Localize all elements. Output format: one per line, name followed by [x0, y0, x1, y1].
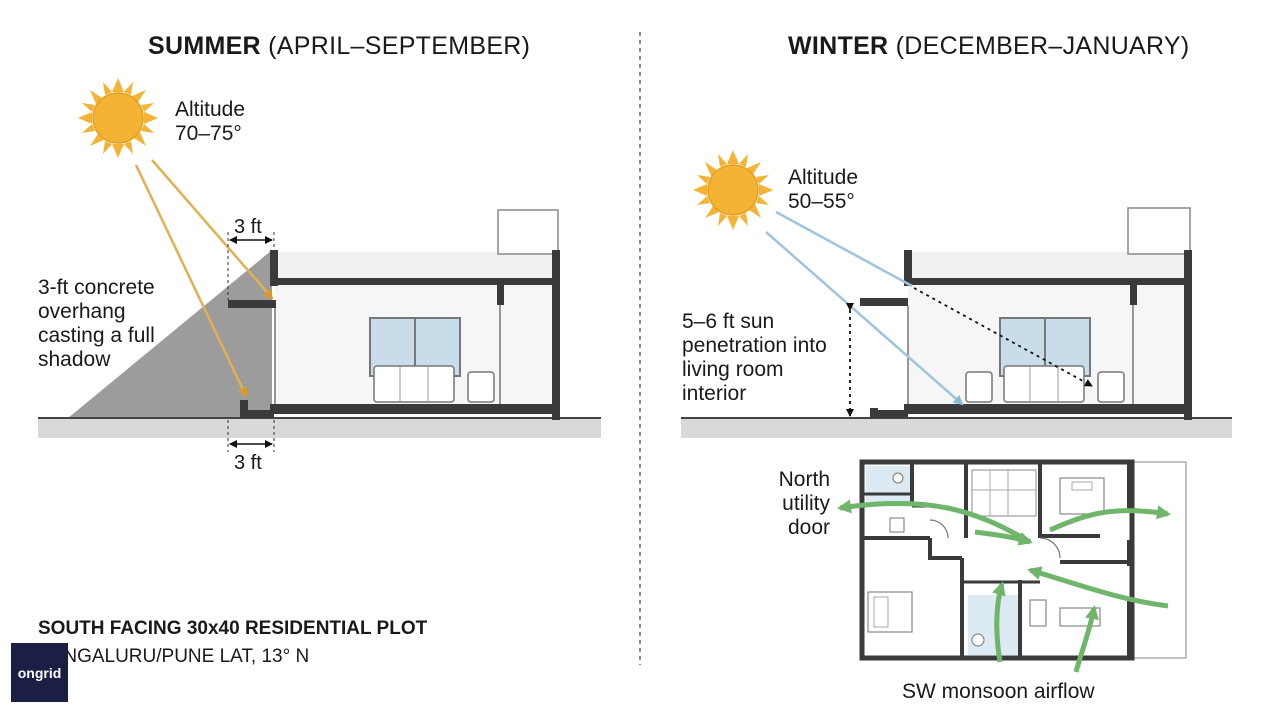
dim-label-top: 3 ft	[234, 216, 262, 238]
airflow-label: SW monsoon airflow	[902, 680, 1095, 703]
overhang-label: 3-ft concrete overhang casting a full sh…	[38, 276, 155, 371]
winter-altitude-label: Altitude 50–55°	[788, 166, 859, 213]
summer-title-bold: SUMMER	[148, 32, 261, 60]
winter-ray-1	[765, 231, 964, 406]
winter-title-rest: (DECEMBER–JANUARY)	[895, 32, 1190, 60]
airflow-arrow-inlet-2	[1073, 605, 1099, 673]
plot-subtitle: BENGALURU/PUNE LAT, 13° N	[38, 646, 310, 667]
winter-ray-2	[775, 210, 913, 288]
summer-altitude-label: Altitude 70–75°	[175, 98, 246, 145]
overhang-shadow	[68, 250, 272, 418]
plot-title: SOUTH FACING 30x40 RESIDENTIAL PLOT	[38, 618, 428, 639]
summer-sun-icon	[78, 78, 158, 158]
airflow-arrow-door	[837, 499, 1032, 545]
brand-logo: ongrid	[11, 643, 68, 702]
winter-title: WINTER (DECEMBER–JANUARY)	[788, 32, 1190, 61]
airflow-arrow-bedroom	[1049, 505, 1171, 533]
airflow-arrow-south	[1027, 566, 1169, 609]
summer-ray-2	[134, 164, 248, 398]
summer-title: SUMMER (APRIL–SEPTEMBER)	[148, 32, 530, 61]
winter-sun-icon	[693, 150, 773, 230]
winter-house-section	[860, 207, 1192, 420]
winter-floor-plan	[859, 459, 1187, 661]
summer-house-section	[228, 209, 560, 420]
north-door-label: North utility door	[778, 468, 830, 539]
winter-title-bold: WINTER	[788, 32, 889, 60]
winter-ground	[681, 418, 1232, 438]
airflow-arrow-hall	[974, 529, 1033, 546]
summer-ground	[38, 418, 601, 438]
summer-ray-1	[151, 159, 274, 300]
dim-label-bottom: 3 ft	[234, 452, 262, 474]
summer-title-rest: (APRIL–SEPTEMBER)	[268, 32, 531, 60]
brand-name: ongrid	[17, 664, 62, 681]
airflow-arrow-inlet-1	[992, 581, 1006, 663]
winter-ray-penetration	[913, 287, 1093, 387]
penetration-label: 5–6 ft sun penetration into living room …	[682, 310, 827, 405]
